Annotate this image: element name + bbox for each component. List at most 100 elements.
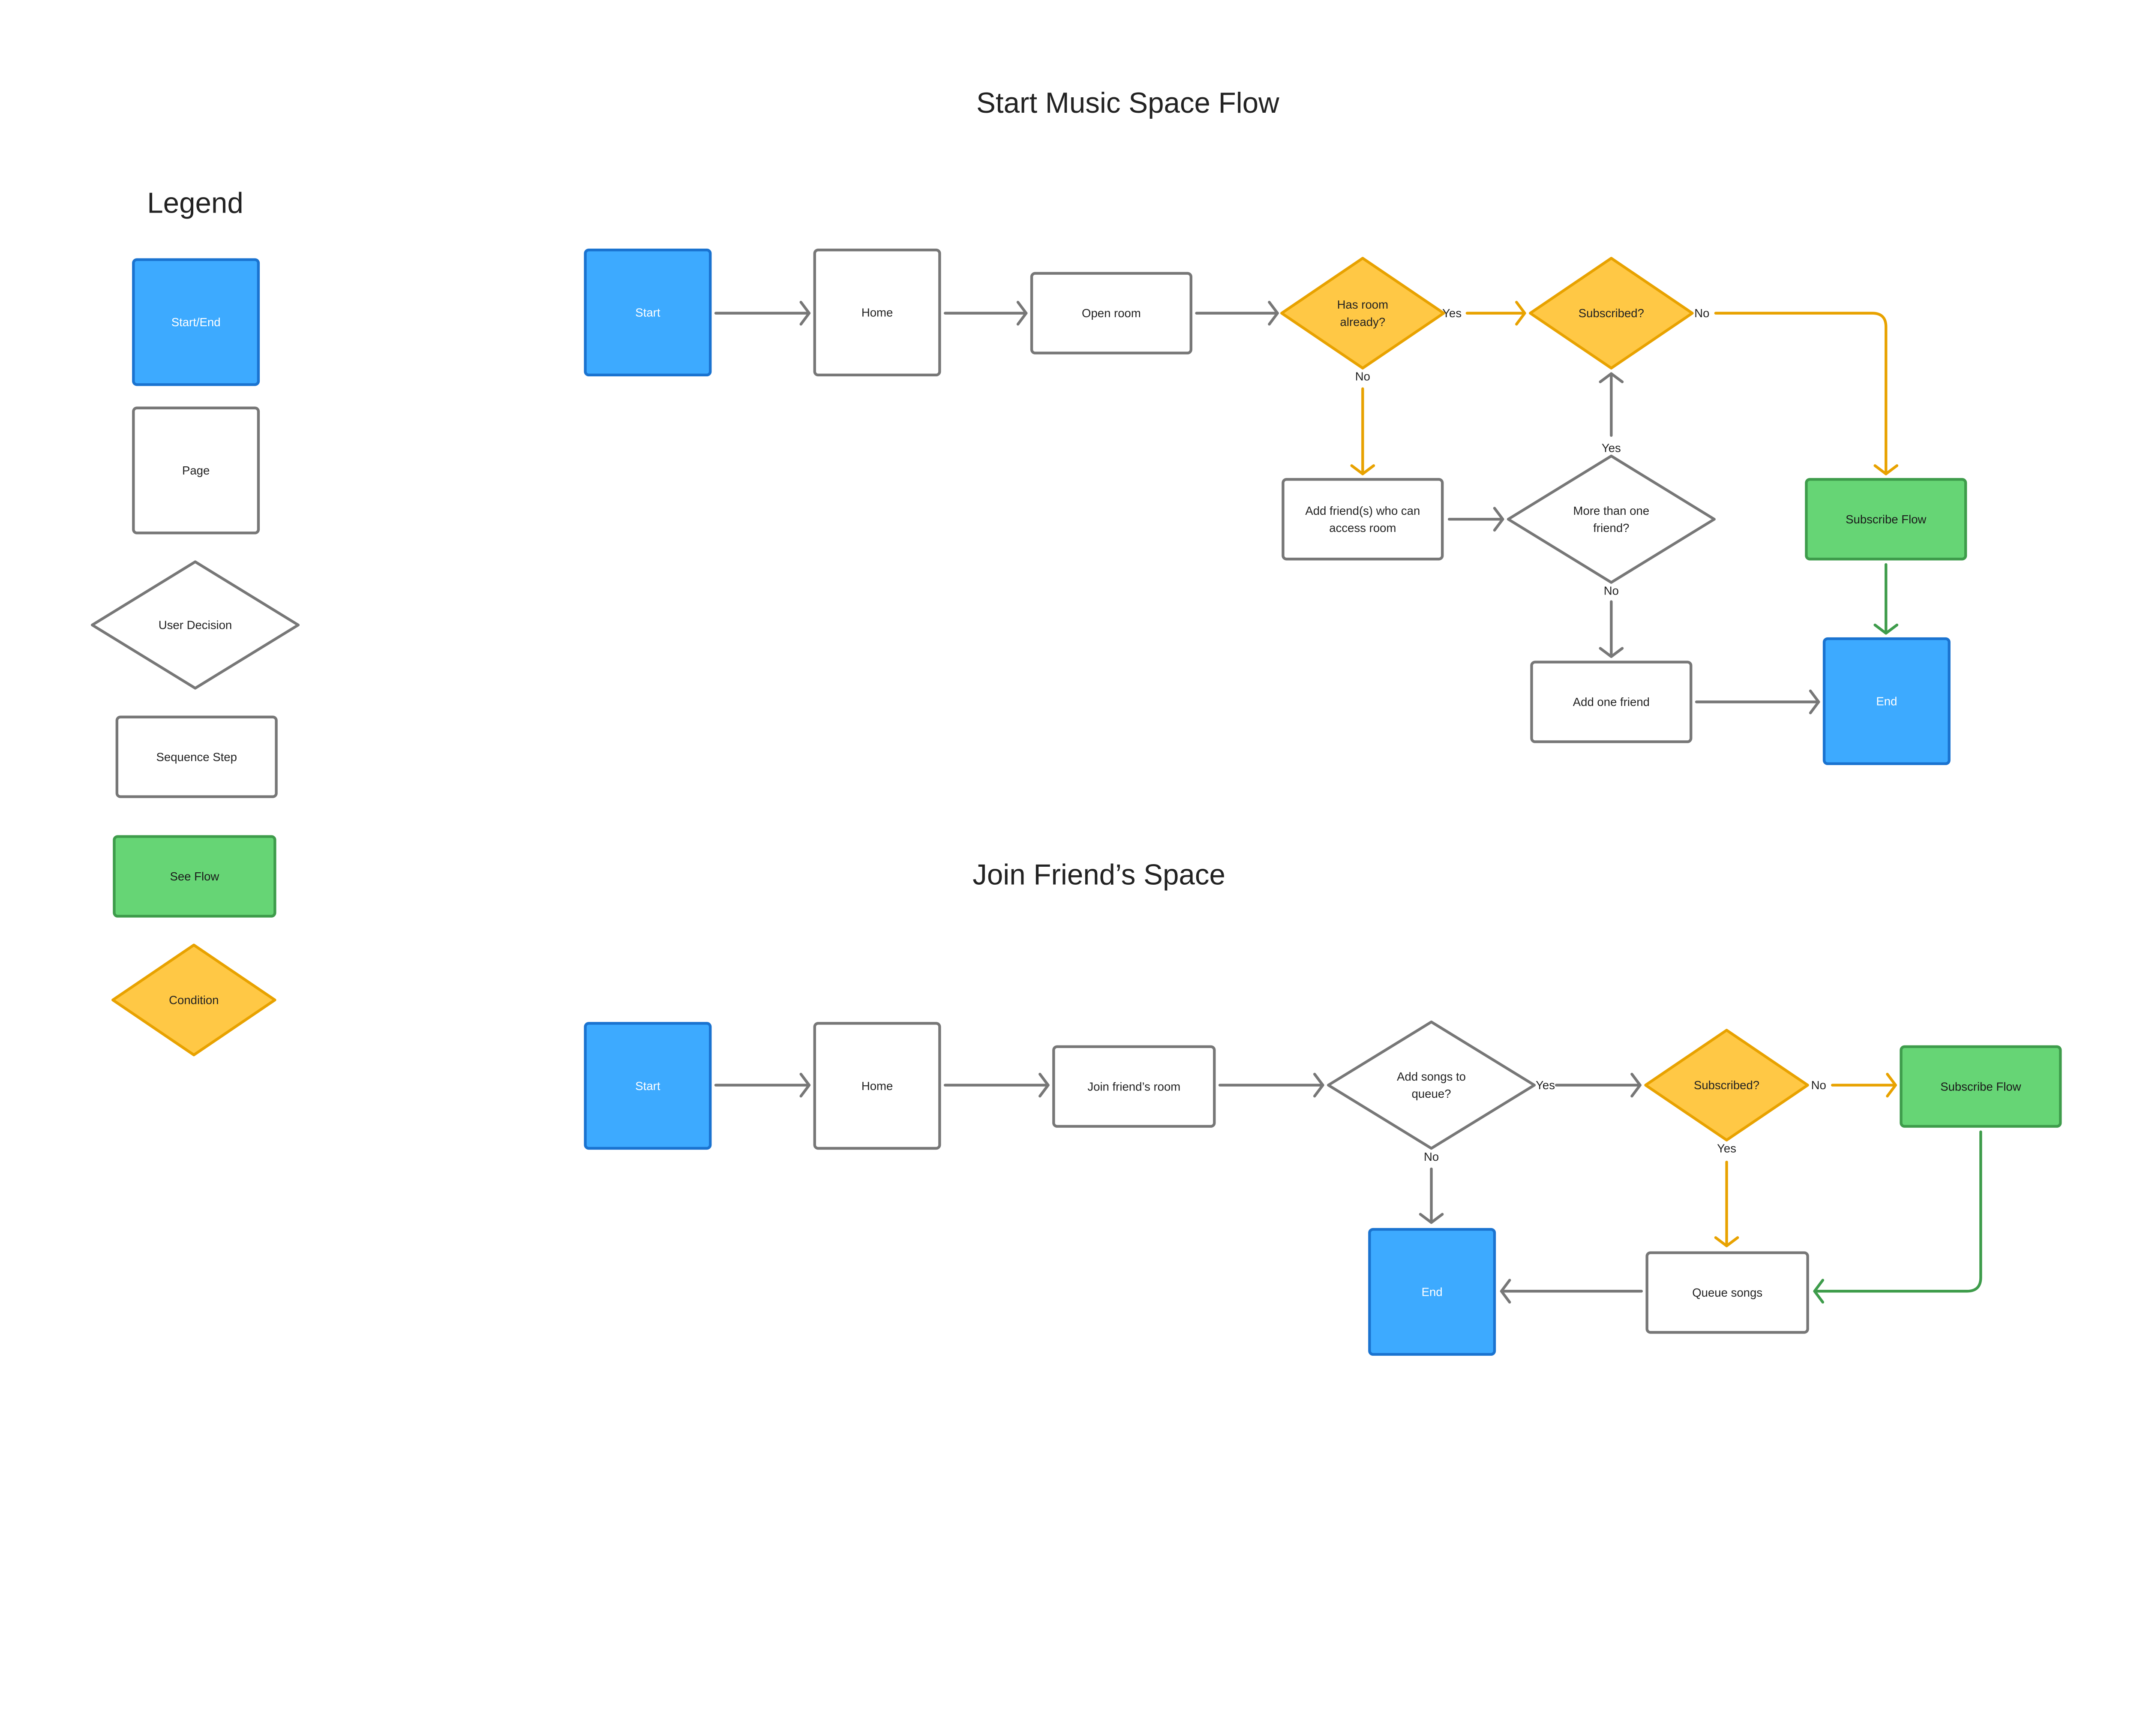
start_end-shape (584, 1022, 712, 1150)
node-label: Open room (1082, 306, 1141, 320)
page-shape (132, 406, 260, 535)
node-label: Join friend’s room (1087, 1080, 1180, 1093)
arrowhead-icon (1350, 464, 1375, 475)
page-shape (1530, 661, 1693, 743)
flow-shape (1900, 1045, 2062, 1128)
node-f1-subflow[interactable]: Subscribe Flow (1805, 478, 1967, 561)
node-lg-step[interactable]: Sequence Step (115, 715, 278, 798)
edge-f2-e4: Yes (1536, 1072, 1642, 1098)
edge-f2-e7: No (1419, 1150, 1444, 1224)
arrowhead-icon (1599, 372, 1624, 384)
edge-f2-e9 (1813, 1130, 1982, 1304)
node-f2-queue[interactable]: Queue songs (1645, 1251, 1809, 1334)
page-shape (813, 1022, 941, 1150)
node-f1-start[interactable]: Start (584, 249, 712, 377)
start_end-shape (1822, 637, 1951, 765)
flowchart-canvas: Legend Start Music Space Flow Join Frien… (90, 87, 2062, 1356)
node-f2-end[interactable]: End (1368, 1228, 1496, 1356)
arrowhead-icon (1599, 647, 1624, 658)
node-label: Start (635, 1079, 660, 1093)
node-lg-page[interactable]: Page (132, 406, 260, 535)
node-f2-start[interactable]: Start (584, 1022, 712, 1150)
edge-f2-e5: No (1811, 1072, 1897, 1098)
edge-f2-e2 (943, 1072, 1050, 1098)
arrowhead-icon (1493, 507, 1504, 532)
node-label: Subscribe Flow (1940, 1080, 2021, 1093)
node-label: Sequence Step (156, 750, 237, 763)
condition-diamond-shape (1644, 1029, 1809, 1141)
condition-diamond-shape (1529, 257, 1694, 370)
page-shape (813, 249, 941, 377)
edge-f2-e8 (1500, 1279, 1643, 1304)
page-shape (115, 715, 278, 798)
edge-label: No (1694, 306, 1709, 320)
arrowhead-icon (1813, 1279, 1825, 1304)
arrowhead-icon (1886, 1072, 1897, 1098)
arrowhead-icon (1515, 300, 1526, 326)
node-f1-open[interactable]: Open room (1030, 272, 1192, 354)
node-f2-subflow[interactable]: Subscribe Flow (1900, 1045, 2062, 1128)
edge-f1-e5: No (1694, 306, 1899, 475)
node-label: Queue songs (1692, 1286, 1762, 1299)
edge-f1-e7 (1448, 507, 1504, 532)
connector-line (1813, 1130, 1982, 1293)
node-f1-sub[interactable]: Subscribed? (1529, 257, 1694, 370)
start_end-shape (1368, 1228, 1496, 1356)
edge-label: No (1355, 370, 1370, 383)
node-label: queue? (1412, 1087, 1451, 1100)
connector-line (1714, 312, 1888, 475)
node-f1-addone[interactable]: Add one friend (1530, 661, 1693, 743)
node-lg-start[interactable]: Start/End (132, 258, 260, 386)
edge-label: No (1424, 1150, 1439, 1163)
decision-diamond-shape (1327, 1020, 1536, 1150)
flow-shape (1805, 478, 1967, 561)
edge-f1-e11 (1873, 563, 1899, 635)
edge-label: No (1604, 584, 1619, 598)
flow-title-join-friends-space: Join Friend’s Space (972, 859, 1225, 891)
node-label: End (1876, 695, 1897, 708)
page-shape (1030, 272, 1192, 354)
node-lg-decision[interactable]: User Decision (90, 560, 300, 690)
node-label: already? (1340, 315, 1386, 328)
arrowhead-icon (1873, 464, 1899, 475)
arrowhead-icon (1268, 300, 1279, 326)
edge-f2-e3 (1218, 1072, 1324, 1098)
node-f2-sub[interactable]: Subscribed? (1644, 1029, 1809, 1141)
edge-f1-e9: No (1599, 584, 1624, 658)
node-label: User Decision (159, 619, 232, 632)
node-label: Start/End (171, 315, 221, 329)
edge-f1-e3 (1195, 300, 1279, 326)
arrowhead-icon (799, 1072, 811, 1098)
decision-diamond-shape (1507, 454, 1716, 584)
node-f1-end[interactable]: End (1822, 637, 1951, 765)
arrowhead-icon (1038, 1072, 1050, 1098)
condition-diamond-shape (111, 943, 276, 1057)
legend-title: Legend (147, 187, 243, 219)
edge-label: Yes (1602, 441, 1621, 454)
node-lg-cond[interactable]: Condition (111, 943, 276, 1057)
edge-label: Yes (1717, 1142, 1736, 1155)
node-label: Condition (169, 994, 219, 1007)
edge-f1-e10 (1695, 689, 1820, 715)
arrowhead-icon (1313, 1072, 1324, 1098)
arrowhead-icon (1714, 1236, 1739, 1247)
node-f1-home[interactable]: Home (813, 249, 941, 377)
edge-f2-e1 (714, 1072, 811, 1098)
node-label: Add friend(s) who can (1305, 504, 1420, 517)
page-shape (1645, 1251, 1809, 1334)
node-f2-home[interactable]: Home (813, 1022, 941, 1150)
edge-f1-e8: Yes (1599, 372, 1624, 454)
arrowhead-icon (1873, 623, 1899, 635)
arrowhead-icon (1630, 1072, 1642, 1098)
node-lg-flow[interactable]: See Flow (113, 835, 276, 918)
page-shape (1052, 1045, 1216, 1128)
node-label: More than one (1573, 504, 1650, 517)
node-f2-join[interactable]: Join friend’s room (1052, 1045, 1216, 1128)
edge-f1-e6: No (1350, 370, 1375, 475)
